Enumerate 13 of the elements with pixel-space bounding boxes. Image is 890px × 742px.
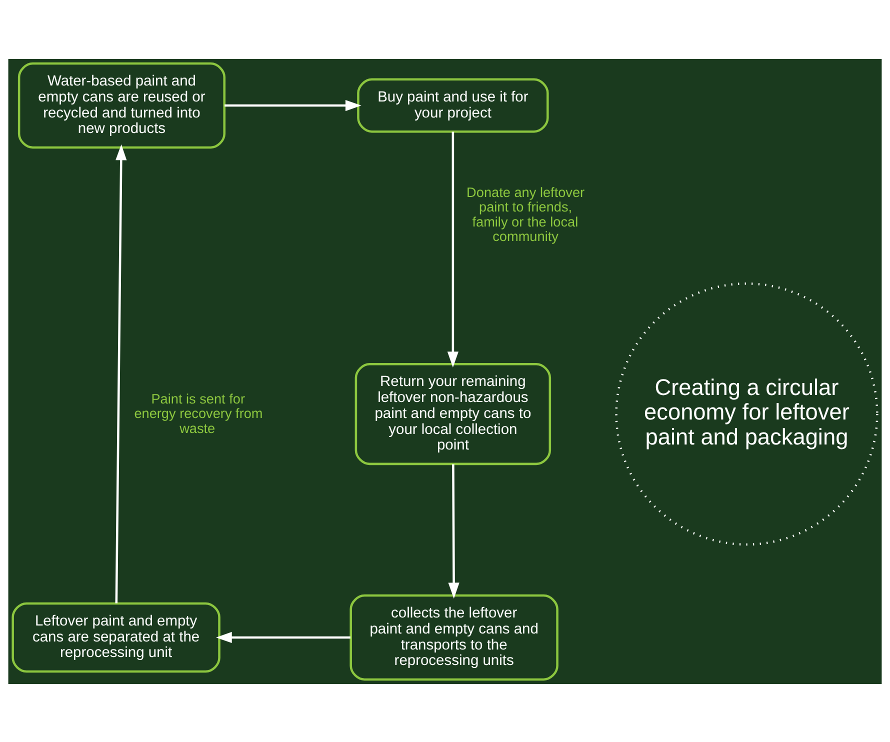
node-box: Leftover paint and empty cans are separated at the reprocessing unit	[12, 602, 220, 672]
node-circle: Creating a circular economy for leftover paint and packaging	[615, 282, 878, 546]
node-box: collects the leftover paint and empty cans and transports to the reprocessing units	[350, 594, 558, 680]
node-box: Buy paint and use it for your project	[357, 78, 549, 132]
node-box: Water-based paint and empty cans are reused or recycled and turned into new products	[18, 62, 226, 148]
edge-label: Donate any leftover paint to friends, family or the local community	[466, 184, 585, 244]
arrow	[216, 631, 350, 643]
arrow	[447, 131, 458, 368]
edge-label: Paint is sent for energy recovery from waste	[134, 390, 263, 436]
arrow	[115, 144, 127, 603]
arrow	[224, 99, 362, 111]
node-box: Return your remaining leftover non-hazardous paint and empty cans to your local collection point	[354, 362, 552, 465]
arrow	[448, 464, 460, 598]
